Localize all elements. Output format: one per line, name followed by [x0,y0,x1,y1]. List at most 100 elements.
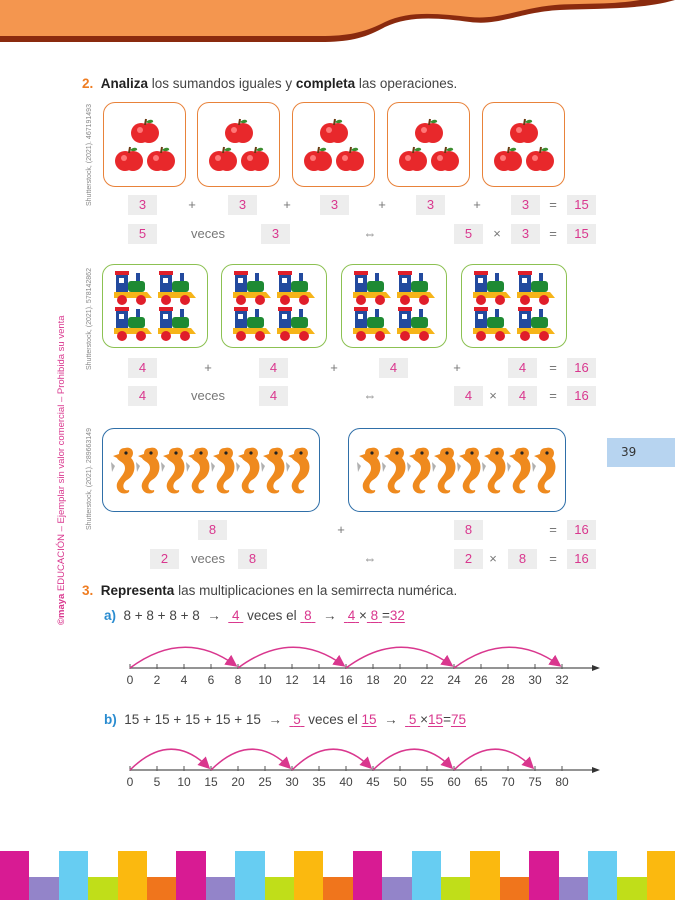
answer-box[interactable]: 8 [508,549,537,569]
equals-sign: = [549,388,557,403]
train-icon [113,306,153,342]
seahorse-icon [136,444,162,496]
stripe [411,851,441,900]
answer-box[interactable]: 3 [228,195,257,215]
equals-sign: = [549,522,557,537]
seahorse-icon [357,444,383,496]
seahorse-icon [457,444,483,496]
tick-label: 0 [127,673,134,687]
train-group [341,264,447,348]
tick-label: 4 [181,673,188,687]
tick-label: 24 [447,673,461,687]
answer-box[interactable]: 16 [567,386,596,406]
apple-group [387,102,470,187]
tick-label: 55 [420,775,434,789]
seahorse-icon [111,444,137,496]
stripe [0,851,30,900]
answer-box[interactable]: 4 [128,386,157,406]
train-icon [352,306,392,342]
stripe [294,851,324,900]
answer-box[interactable]: 4 [454,386,483,406]
equivalence-sign: ⇔ [363,551,377,566]
tick-label: 30 [285,775,299,789]
answer-box[interactable]: 15 [567,224,596,244]
train-icon [276,270,316,306]
tick-label: 40 [339,775,353,789]
jump-arc [372,748,454,771]
train-icon [472,306,512,342]
answer-box[interactable]: 8 [454,520,483,540]
apple-icon [392,117,465,145]
exercise-3b: b) 15 + 15 + 15 + 15 + 15 → 5 veces el 1… [104,712,466,727]
train-group [221,264,327,348]
answer-box[interactable]: 2 [150,549,179,569]
answer-box[interactable]: 2 [454,549,483,569]
answer-box[interactable]: 4 [259,358,288,378]
answer-box[interactable]: 3 [261,224,290,244]
apple-icon [487,117,560,145]
tick-label: 30 [528,673,542,687]
answer-box[interactable]: 3 [511,195,540,215]
tick-label: 20 [231,775,245,789]
answer-box[interactable]: 16 [567,520,596,540]
apple-icon [493,145,522,173]
plus-sign: + [473,197,481,212]
jump-arc [129,646,238,669]
answer-box[interactable]: 3 [320,195,349,215]
seahorse-icon [261,444,287,496]
answer-box[interactable]: 16 [567,549,596,569]
copyright-sidebar: ©maya EDUCACIÓN – Ejemplar sin valor com… [56,315,67,625]
apple-icon [297,117,370,145]
apple-icon [108,117,181,145]
stripe [558,877,588,900]
answer-box[interactable]: 4 [128,358,157,378]
answer-box[interactable]: 15 [567,195,596,215]
answer-box[interactable]: 3 [128,195,157,215]
times-sign: × [489,551,497,566]
answer-box[interactable]: 16 [567,358,596,378]
tick-label: 26 [474,673,488,687]
answer-box[interactable]: 5 [454,224,483,244]
apple-icon [146,145,175,173]
stripe [529,851,559,900]
times-sign: × [489,388,497,403]
plus-sign: + [453,360,461,375]
answer-box[interactable]: 4 [508,358,537,378]
train-group [102,264,208,348]
exercise-3-instruction: 3. Representa las multiplicaciones en la… [82,583,458,598]
tick-label: 70 [501,775,515,789]
seahorse-icon [236,444,262,496]
answer-box[interactable]: 4 [508,386,537,406]
answer-box[interactable]: 3 [416,195,445,215]
answer-box[interactable]: 8 [238,549,267,569]
apple-group [103,102,186,187]
train-icon [113,270,153,306]
equivalence-sign: ⇔ [363,388,377,403]
veces-label: veces [191,226,225,241]
train-icon [157,306,197,342]
answer-box[interactable]: 5 [128,224,157,244]
jump-arc [453,646,562,669]
equivalence-sign: ⇔ [363,226,377,241]
page-number-badge: 39 ●········· [607,438,675,488]
apple-group [292,102,375,187]
tick-label: 12 [285,673,299,687]
answer-box[interactable]: 3 [511,224,540,244]
train-icon [352,270,392,306]
seahorse-icon [161,444,187,496]
answer-box[interactable]: 4 [259,386,288,406]
plus-sign: + [204,360,212,375]
train-icon [516,306,556,342]
seahorse-icon [507,444,533,496]
train-group [461,264,567,348]
train-icon [472,270,512,306]
train-icon [396,270,436,306]
answer-box[interactable]: 4 [379,358,408,378]
tick-label: 45 [366,775,380,789]
tick-label: 25 [258,775,272,789]
tick-label: 32 [555,673,569,687]
answer-box[interactable]: 8 [198,520,227,540]
seahorse-icon [482,444,508,496]
